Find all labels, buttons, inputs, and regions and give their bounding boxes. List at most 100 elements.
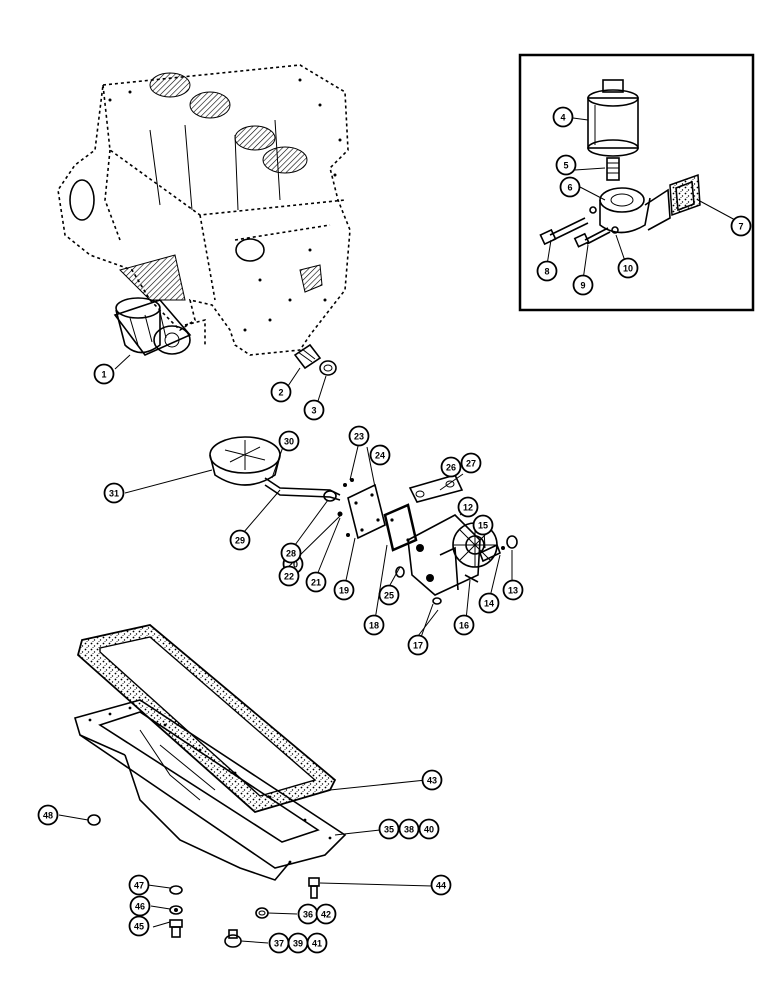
callout-label: 46	[135, 902, 145, 912]
callout-41: 41	[306, 932, 328, 954]
callout-label: 48	[43, 811, 53, 821]
fitting-plug	[293, 343, 322, 370]
callout-43: 43	[421, 769, 443, 791]
callout-16: 16	[453, 614, 475, 636]
callout-label: 14	[484, 599, 494, 609]
callout-label: 37	[274, 939, 284, 949]
callout-label: 26	[446, 463, 456, 473]
callout-label: 6	[567, 183, 572, 193]
callout-44: 44	[430, 874, 452, 896]
callout-circle	[555, 154, 577, 176]
filter-head-inset	[518, 53, 755, 312]
callout-label: 8	[544, 267, 549, 277]
callout-39: 39	[287, 932, 309, 954]
callout-circle	[430, 874, 452, 896]
callout-circle	[37, 804, 59, 826]
callout-label: 40	[424, 825, 434, 835]
callout-27: 27	[460, 452, 482, 474]
oil-filter-canister	[113, 297, 206, 356]
callout-circle	[229, 529, 251, 551]
callout-7: 7	[730, 215, 752, 237]
callout-circle	[421, 769, 443, 791]
callout-circle	[453, 614, 475, 636]
callout-36: 36	[297, 903, 319, 925]
callout-circle	[128, 874, 150, 896]
callout-circle	[278, 565, 300, 587]
callout-circle	[478, 592, 500, 614]
callout-label: 9	[580, 281, 585, 291]
callout-circle	[129, 895, 151, 917]
relief-valve-parts	[478, 535, 518, 563]
callout-12: 12	[457, 496, 479, 518]
callout-circle	[378, 584, 400, 606]
callout-circle	[128, 915, 150, 937]
callout-30: 30	[278, 430, 300, 452]
callout-8: 8	[536, 260, 558, 282]
callout-label: 35	[384, 825, 394, 835]
callout-47: 47	[128, 874, 150, 896]
callout-label: 20	[288, 560, 298, 570]
callout-circle	[378, 818, 400, 840]
callout-label: 24	[375, 451, 385, 461]
callout-circle	[333, 579, 355, 601]
callout-circle	[552, 106, 574, 128]
callout-14: 14	[478, 592, 500, 614]
callout-circle	[407, 634, 429, 656]
oil-pan	[74, 699, 347, 881]
pump-cover-plate	[347, 483, 386, 540]
callout-label: 2	[278, 388, 283, 398]
spin-on-filter	[587, 79, 639, 157]
callout-circle	[460, 452, 482, 474]
callout-circle	[315, 903, 337, 925]
callout-label: 27	[466, 459, 476, 469]
callout-25: 25	[378, 584, 400, 606]
callout-label: 3	[311, 406, 316, 416]
drain-plug-36	[255, 907, 269, 919]
callout-9: 9	[572, 274, 594, 296]
callout-circle	[369, 444, 391, 466]
callout-circle	[559, 176, 581, 198]
callout-22: 22	[278, 565, 300, 587]
head-bolt-long	[539, 217, 589, 246]
callout-label: 43	[427, 776, 437, 786]
callout-46: 46	[129, 895, 151, 917]
callout-label: 15	[478, 521, 488, 531]
callout-label: 7	[738, 222, 743, 232]
callout-circle	[270, 381, 292, 403]
callout-45: 45	[128, 915, 150, 937]
callout-label: 5	[563, 161, 568, 171]
callout-circle	[502, 579, 524, 601]
callout-label: 16	[459, 621, 469, 631]
callout-circle	[440, 456, 462, 478]
callout-29: 29	[229, 529, 251, 551]
drain-plug-37	[224, 929, 242, 948]
callout-circle	[457, 496, 479, 518]
callout-label: 21	[311, 578, 321, 588]
engine-block-outline	[57, 64, 351, 356]
callout-label: 31	[109, 489, 119, 499]
callout-label: 22	[284, 572, 294, 582]
callout-label: 19	[339, 586, 349, 596]
pump-mount-plate	[408, 474, 464, 503]
callout-label: 23	[354, 432, 364, 442]
callout-40: 40	[418, 818, 440, 840]
block-bolt-holes	[108, 78, 342, 332]
pan-plug-48	[87, 814, 101, 826]
callout-48: 48	[37, 804, 59, 826]
callout-42: 42	[315, 903, 337, 925]
callout-label: 42	[321, 910, 331, 920]
callout-circle	[306, 932, 328, 954]
callout-label: 45	[134, 922, 144, 932]
callout-label: 30	[284, 437, 294, 447]
pump-gasket	[383, 503, 418, 552]
callout-circle	[278, 430, 300, 452]
callout-label: 25	[384, 591, 394, 601]
callout-label: 41	[312, 939, 322, 949]
callout-circle	[536, 260, 558, 282]
suction-screen	[209, 436, 281, 486]
callout-circle	[93, 363, 115, 385]
callout-28: 28	[280, 542, 302, 564]
callouts: 1234567891012131415161718192021222324252…	[37, 106, 752, 954]
callout-label: 12	[463, 503, 473, 513]
callout-37: 37	[268, 932, 290, 954]
